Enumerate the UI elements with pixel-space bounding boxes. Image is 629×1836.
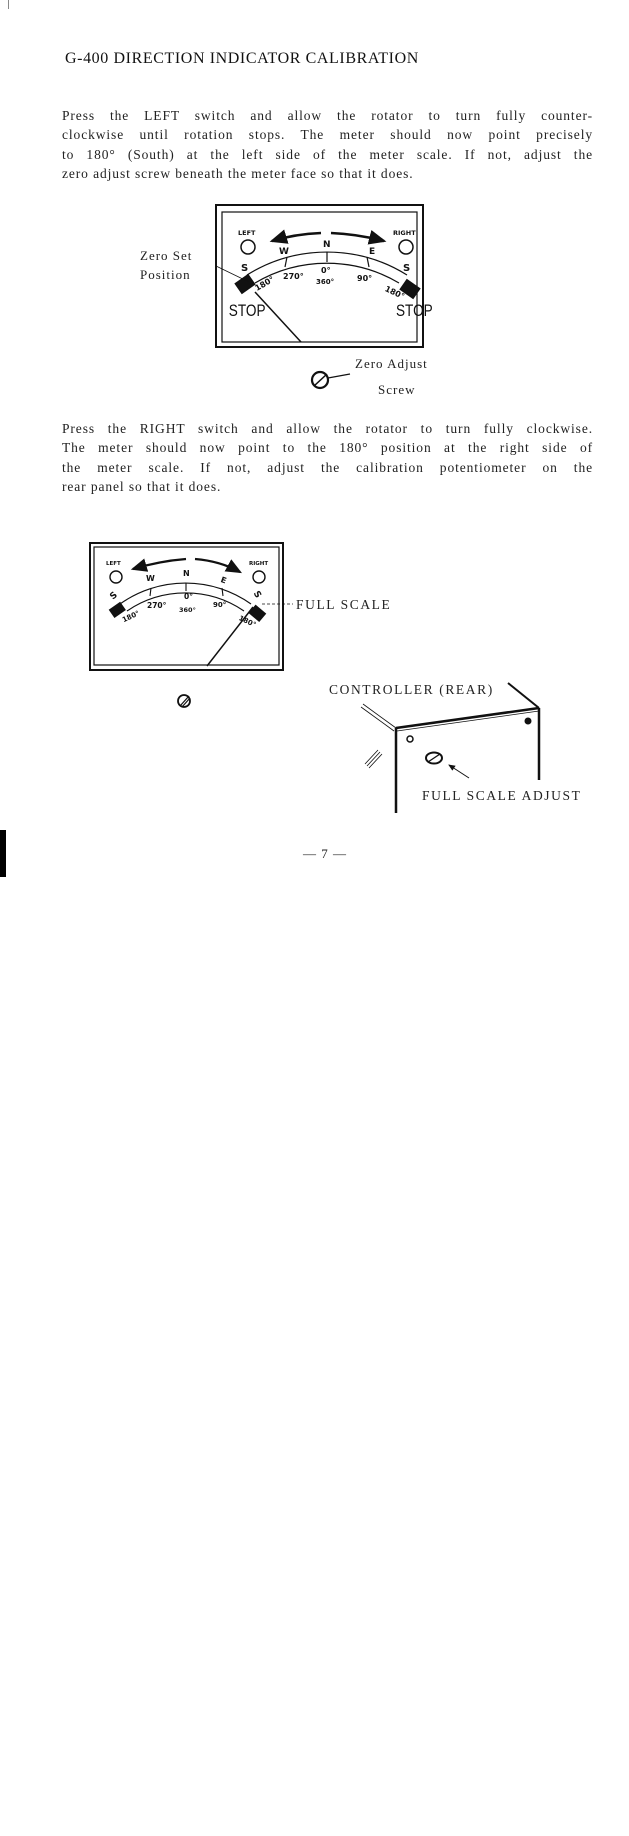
full-scale-adjust-label: FULL SCALE ADJUST <box>422 788 581 803</box>
paragraph-left-calibration: Press the LEFT switch and allow the rota… <box>62 106 593 183</box>
meter-inner-frame <box>221 211 418 343</box>
left-arrow-icon <box>130 557 187 572</box>
binding-edge-mark <box>0 830 6 877</box>
text-line: the meter scale. If not, adjust the cali… <box>62 459 593 475</box>
controller-rear-panel <box>360 682 541 813</box>
zero-adjust-screw-icon <box>310 370 330 390</box>
meter-outer-frame <box>215 204 424 348</box>
compass-s-right: S <box>403 263 410 274</box>
page-number: — 7 — <box>302 846 347 861</box>
text-line: Press the LEFT switch and allow the rota… <box>62 108 593 123</box>
meter-labels-1: LEFT RIGHT S W N E S 180° 270° 0° 360° 9… <box>140 229 433 397</box>
compass-w: W <box>146 574 155 583</box>
meter-figure-zero-set <box>215 204 424 390</box>
paragraph-right-calibration: Press the RIGHT switch and allow the rot… <box>62 419 593 496</box>
compass-e: E <box>219 575 227 585</box>
zero-set-leader <box>215 265 250 283</box>
zero-adjust-label-line2: Screw <box>378 382 416 397</box>
scale-inner-arc <box>126 592 245 612</box>
meter-needle <box>254 291 302 343</box>
degree-270: 270° <box>147 601 167 610</box>
right-stop-block <box>399 278 421 300</box>
text-line: to 180° (South) at the left side of the … <box>62 146 593 162</box>
hatch-mark <box>364 749 383 769</box>
meter-outer-frame <box>89 542 284 671</box>
left-stop-block <box>108 601 126 618</box>
zero-adjust-leader <box>327 373 351 379</box>
left-arrow-icon <box>269 229 322 244</box>
text-line: zero adjust screw beneath the meter face… <box>62 165 414 181</box>
zero-adjust-label: Zero Adjust <box>355 356 428 371</box>
text-line: clockwise until rotation stops. The mete… <box>62 127 593 143</box>
text-line: rear panel so that it does. <box>62 478 222 494</box>
right-stop-block <box>248 604 267 623</box>
zero-set-label: Zero Set <box>140 248 192 263</box>
left-lamp-icon <box>240 239 256 255</box>
compass-w: W <box>279 247 289 257</box>
page-title: G-400 DIRECTION INDICATOR CALIBRATION <box>65 50 419 67</box>
left-lamp-icon <box>109 570 123 584</box>
left-stop-block <box>234 273 256 295</box>
stop-label-left: STOP <box>229 302 266 321</box>
degree-90: 90° <box>213 601 226 609</box>
left-label: LEFT <box>106 561 121 567</box>
meter-needle <box>206 606 254 667</box>
degree-180-left: 180° <box>121 609 141 624</box>
meter-figure-full-scale <box>89 542 293 708</box>
compass-s-right: S <box>251 590 263 601</box>
compass-e: E <box>369 247 375 257</box>
text-line: The meter should now point to the 180° p… <box>62 440 593 456</box>
full-scale-adjust-pot-icon <box>425 751 443 765</box>
degree-270: 270° <box>283 272 304 281</box>
compass-n: N <box>183 569 190 578</box>
degree-0: 0° <box>321 266 331 275</box>
compass-s-left: S <box>241 263 248 274</box>
scan-mark <box>8 0 9 9</box>
meter-inner-frame <box>93 546 280 666</box>
zero-set-label-line2: Position <box>140 267 191 282</box>
right-lamp-icon <box>398 239 414 255</box>
scale-inner-arc <box>254 262 400 284</box>
degree-90: 90° <box>357 274 372 283</box>
compass-s-left: S <box>108 590 119 602</box>
right-lamp-icon <box>252 570 266 584</box>
right-label: RIGHT <box>393 229 416 237</box>
stop-label-right: STOP <box>396 302 433 321</box>
degree-360: 360° <box>179 606 196 614</box>
right-arrow-icon <box>330 229 387 245</box>
full-scale-adjust-arrow <box>448 764 470 779</box>
left-label: LEFT <box>238 229 256 237</box>
text-line: Press the RIGHT switch and allow the rot… <box>62 421 593 436</box>
controller-rear-label: CONTROLLER (REAR) <box>329 682 494 697</box>
full-scale-label: FULL SCALE <box>296 597 391 612</box>
right-label: RIGHT <box>249 561 268 567</box>
zero-adjust-screw-icon <box>177 694 191 708</box>
degree-0: 0° <box>184 592 193 601</box>
degree-360: 360° <box>316 278 334 286</box>
meter-labels-2: LEFT RIGHT S W N E S 180° 270° 0° 360° 9… <box>106 561 581 861</box>
right-arrow-icon <box>194 557 243 574</box>
compass-n: N <box>323 240 331 250</box>
